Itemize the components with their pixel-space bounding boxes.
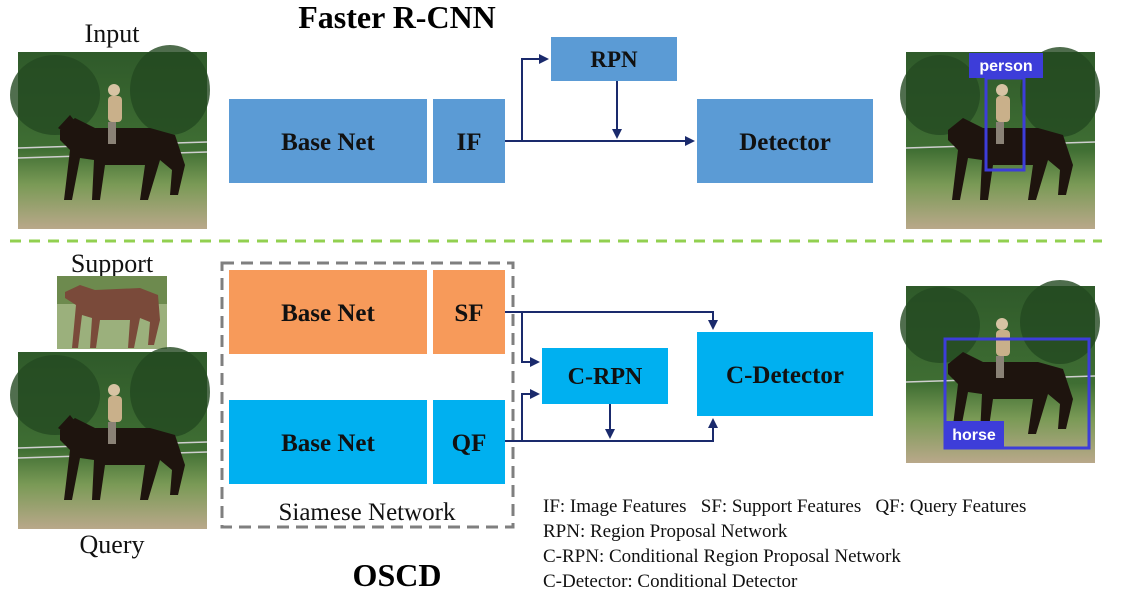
input-image	[10, 45, 210, 229]
horse-tag: horse	[952, 427, 996, 444]
oscd-title: OSCD	[353, 557, 442, 593]
detector-box	[697, 99, 873, 183]
faster-rcnn-title: Faster R-CNN	[298, 0, 496, 35]
qf-label: QF	[452, 430, 487, 457]
person-tag-bg	[969, 53, 1043, 78]
legend-line-2: RPN: Region Proposal Network	[543, 521, 788, 542]
c-rpn-box	[542, 348, 668, 404]
base-net-query-label: Base Net	[281, 430, 375, 457]
c-detector-box	[697, 332, 873, 416]
legend-line-4: C-Detector: Conditional Detector	[543, 571, 798, 592]
rpn-box	[551, 37, 677, 81]
horse-tag-bg	[944, 421, 1004, 447]
base-net-query-box	[229, 400, 427, 484]
detector-label: Detector	[739, 129, 831, 156]
output-image-person: person	[900, 47, 1100, 229]
support-label: Support	[71, 249, 154, 278]
query-image	[10, 347, 210, 529]
sf-label: SF	[454, 300, 483, 327]
input-label: Input	[85, 19, 141, 48]
siamese-network-frame	[220, 261, 515, 529]
legend-line-3: C-RPN: Conditional Region Proposal Netwo…	[543, 546, 901, 567]
legend: IF: Image Features SF: Support Features …	[543, 496, 1026, 592]
support-image	[57, 276, 167, 349]
rpn-label: RPN	[590, 47, 638, 72]
query-label: Query	[80, 530, 145, 559]
c-rpn-label: C-RPN	[568, 364, 643, 390]
base-net-label: Base Net	[281, 129, 375, 156]
base-net-support-box	[229, 270, 427, 354]
siamese-network-label: Siamese Network	[278, 499, 456, 526]
qf-box	[433, 400, 505, 484]
person-tag: person	[979, 58, 1032, 75]
output-image-horse: horse	[900, 280, 1100, 463]
bottom-arrows	[505, 311, 718, 442]
if-box	[433, 99, 505, 183]
top-arrows	[505, 54, 695, 146]
horse-bounding-box	[943, 337, 1091, 450]
c-detector-label: C-Detector	[726, 362, 844, 389]
sf-box	[433, 270, 505, 354]
base-net-support-label: Base Net	[281, 300, 375, 327]
legend-line-1: IF: Image Features SF: Support Features …	[543, 496, 1026, 517]
if-label: IF	[457, 129, 482, 156]
base-net-box	[229, 99, 427, 183]
